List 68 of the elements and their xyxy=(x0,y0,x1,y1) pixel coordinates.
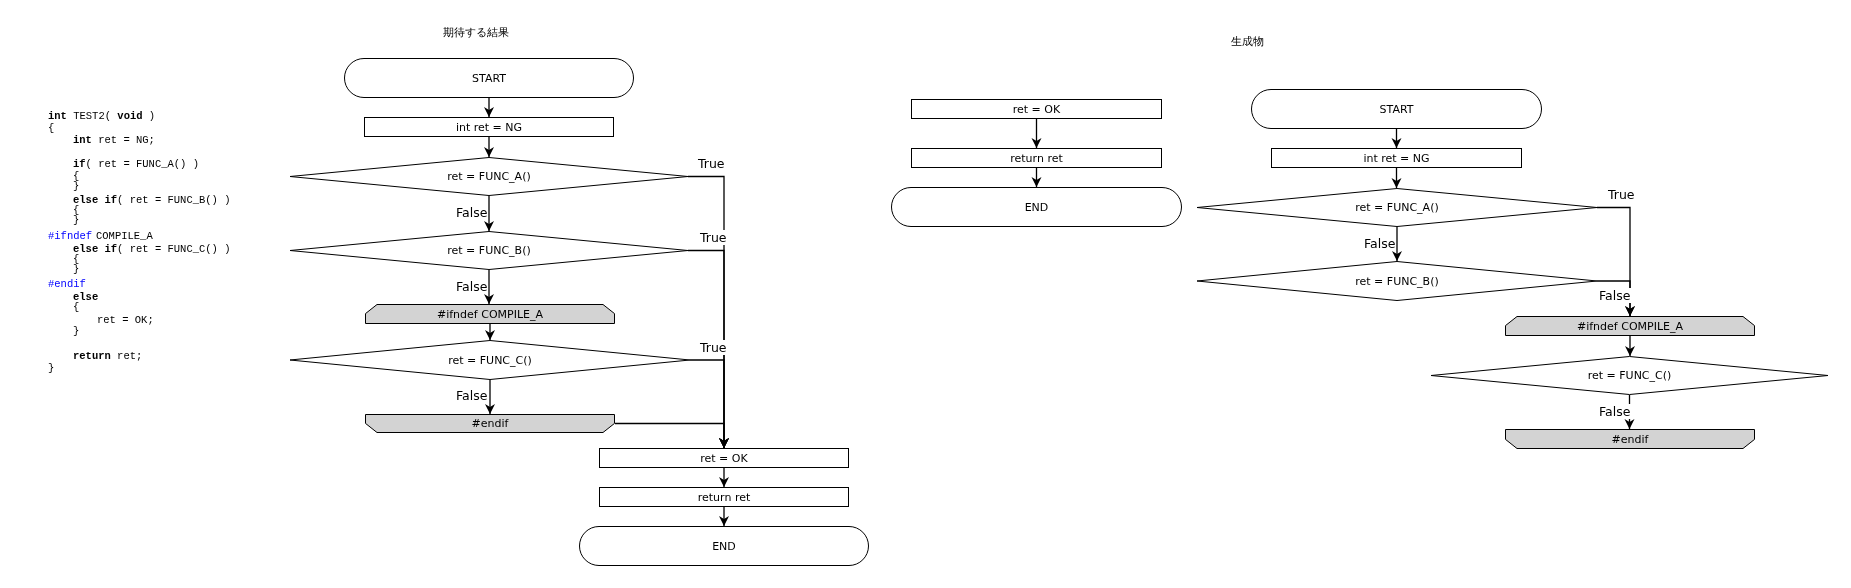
code-line: { xyxy=(48,122,55,134)
process-box: return ret xyxy=(599,487,849,507)
edge-label: False xyxy=(455,279,489,294)
arrow xyxy=(484,136,494,158)
code-line: int ret = NG; xyxy=(73,134,155,146)
code-line: return ret; xyxy=(73,350,143,362)
preprocessor-box: #endif xyxy=(365,414,615,433)
code-line: if( ret = FUNC_A() ) xyxy=(73,158,200,170)
edge-label: True xyxy=(697,156,726,171)
arrow xyxy=(719,506,729,527)
chart-title: 期待する結果 xyxy=(443,25,509,40)
arrow xyxy=(484,97,494,118)
arrow xyxy=(1031,118,1042,149)
arrow xyxy=(1031,167,1042,188)
edge-label: False xyxy=(1598,404,1632,419)
code-line: { xyxy=(73,253,80,265)
terminal-shape: END xyxy=(579,526,869,566)
preprocessor-box: #ifndef COMPILE_A xyxy=(365,304,615,324)
code-line: } xyxy=(73,214,80,226)
arrow xyxy=(1392,226,1402,262)
code-line: #endif xyxy=(48,278,86,290)
arrow xyxy=(614,422,729,449)
preprocessor-box: #ifndef COMPILE_A xyxy=(1505,316,1755,336)
code-line: } xyxy=(73,263,80,275)
arrow xyxy=(485,379,495,415)
preprocessor-box: #endif xyxy=(1505,429,1755,449)
edge-label: False xyxy=(1363,236,1397,251)
process-box: return ret xyxy=(911,148,1162,168)
arrow xyxy=(1391,128,1402,149)
code-line: } xyxy=(48,362,55,374)
edge-label: False xyxy=(455,388,489,403)
edge-label: True xyxy=(699,230,728,245)
process-box: int ret = NG xyxy=(364,117,614,137)
code-line: } xyxy=(73,325,80,337)
code-line: { xyxy=(73,170,80,182)
code-line: } xyxy=(73,180,80,192)
edge-label: True xyxy=(1607,187,1636,202)
arrow xyxy=(484,269,494,305)
decision-diamond: ret = FUNC_A() xyxy=(290,157,688,196)
process-box: ret = OK xyxy=(599,448,849,468)
arrow xyxy=(484,195,494,232)
code-line: ret = OK; xyxy=(97,314,154,326)
process-box: int ret = NG xyxy=(1271,148,1522,168)
decision-diamond: ret = FUNC_C() xyxy=(290,340,690,380)
decision-diamond: ret = FUNC_C() xyxy=(1431,356,1828,395)
arrow xyxy=(1625,335,1635,357)
arrow xyxy=(485,323,495,341)
edge-label: False xyxy=(1598,288,1632,303)
chart-title: 生成物 xyxy=(1231,34,1264,49)
code-line: else if( ret = FUNC_C() ) xyxy=(73,243,231,255)
code-line: { xyxy=(73,301,80,313)
code-line: else xyxy=(73,291,99,303)
edge-label: False xyxy=(455,205,489,220)
code-line: #ifndef xyxy=(48,230,93,242)
decision-diamond: ret = FUNC_B() xyxy=(1197,261,1597,301)
code-line: { xyxy=(73,204,80,216)
edge-label: True xyxy=(699,340,728,355)
code-line: COMPILE_A xyxy=(96,230,153,242)
arrow xyxy=(1391,167,1402,189)
terminal-shape: END xyxy=(891,187,1182,227)
code-line: else if( ret = FUNC_B() ) xyxy=(73,194,231,206)
terminal-shape: START xyxy=(344,58,634,98)
arrow xyxy=(719,467,729,488)
decision-diamond: ret = FUNC_A() xyxy=(1197,188,1597,227)
terminal-shape: START xyxy=(1251,89,1542,129)
decision-diamond: ret = FUNC_B() xyxy=(290,231,688,270)
process-box: ret = OK xyxy=(911,99,1162,119)
code-line: int TEST2( void ) xyxy=(48,110,156,122)
